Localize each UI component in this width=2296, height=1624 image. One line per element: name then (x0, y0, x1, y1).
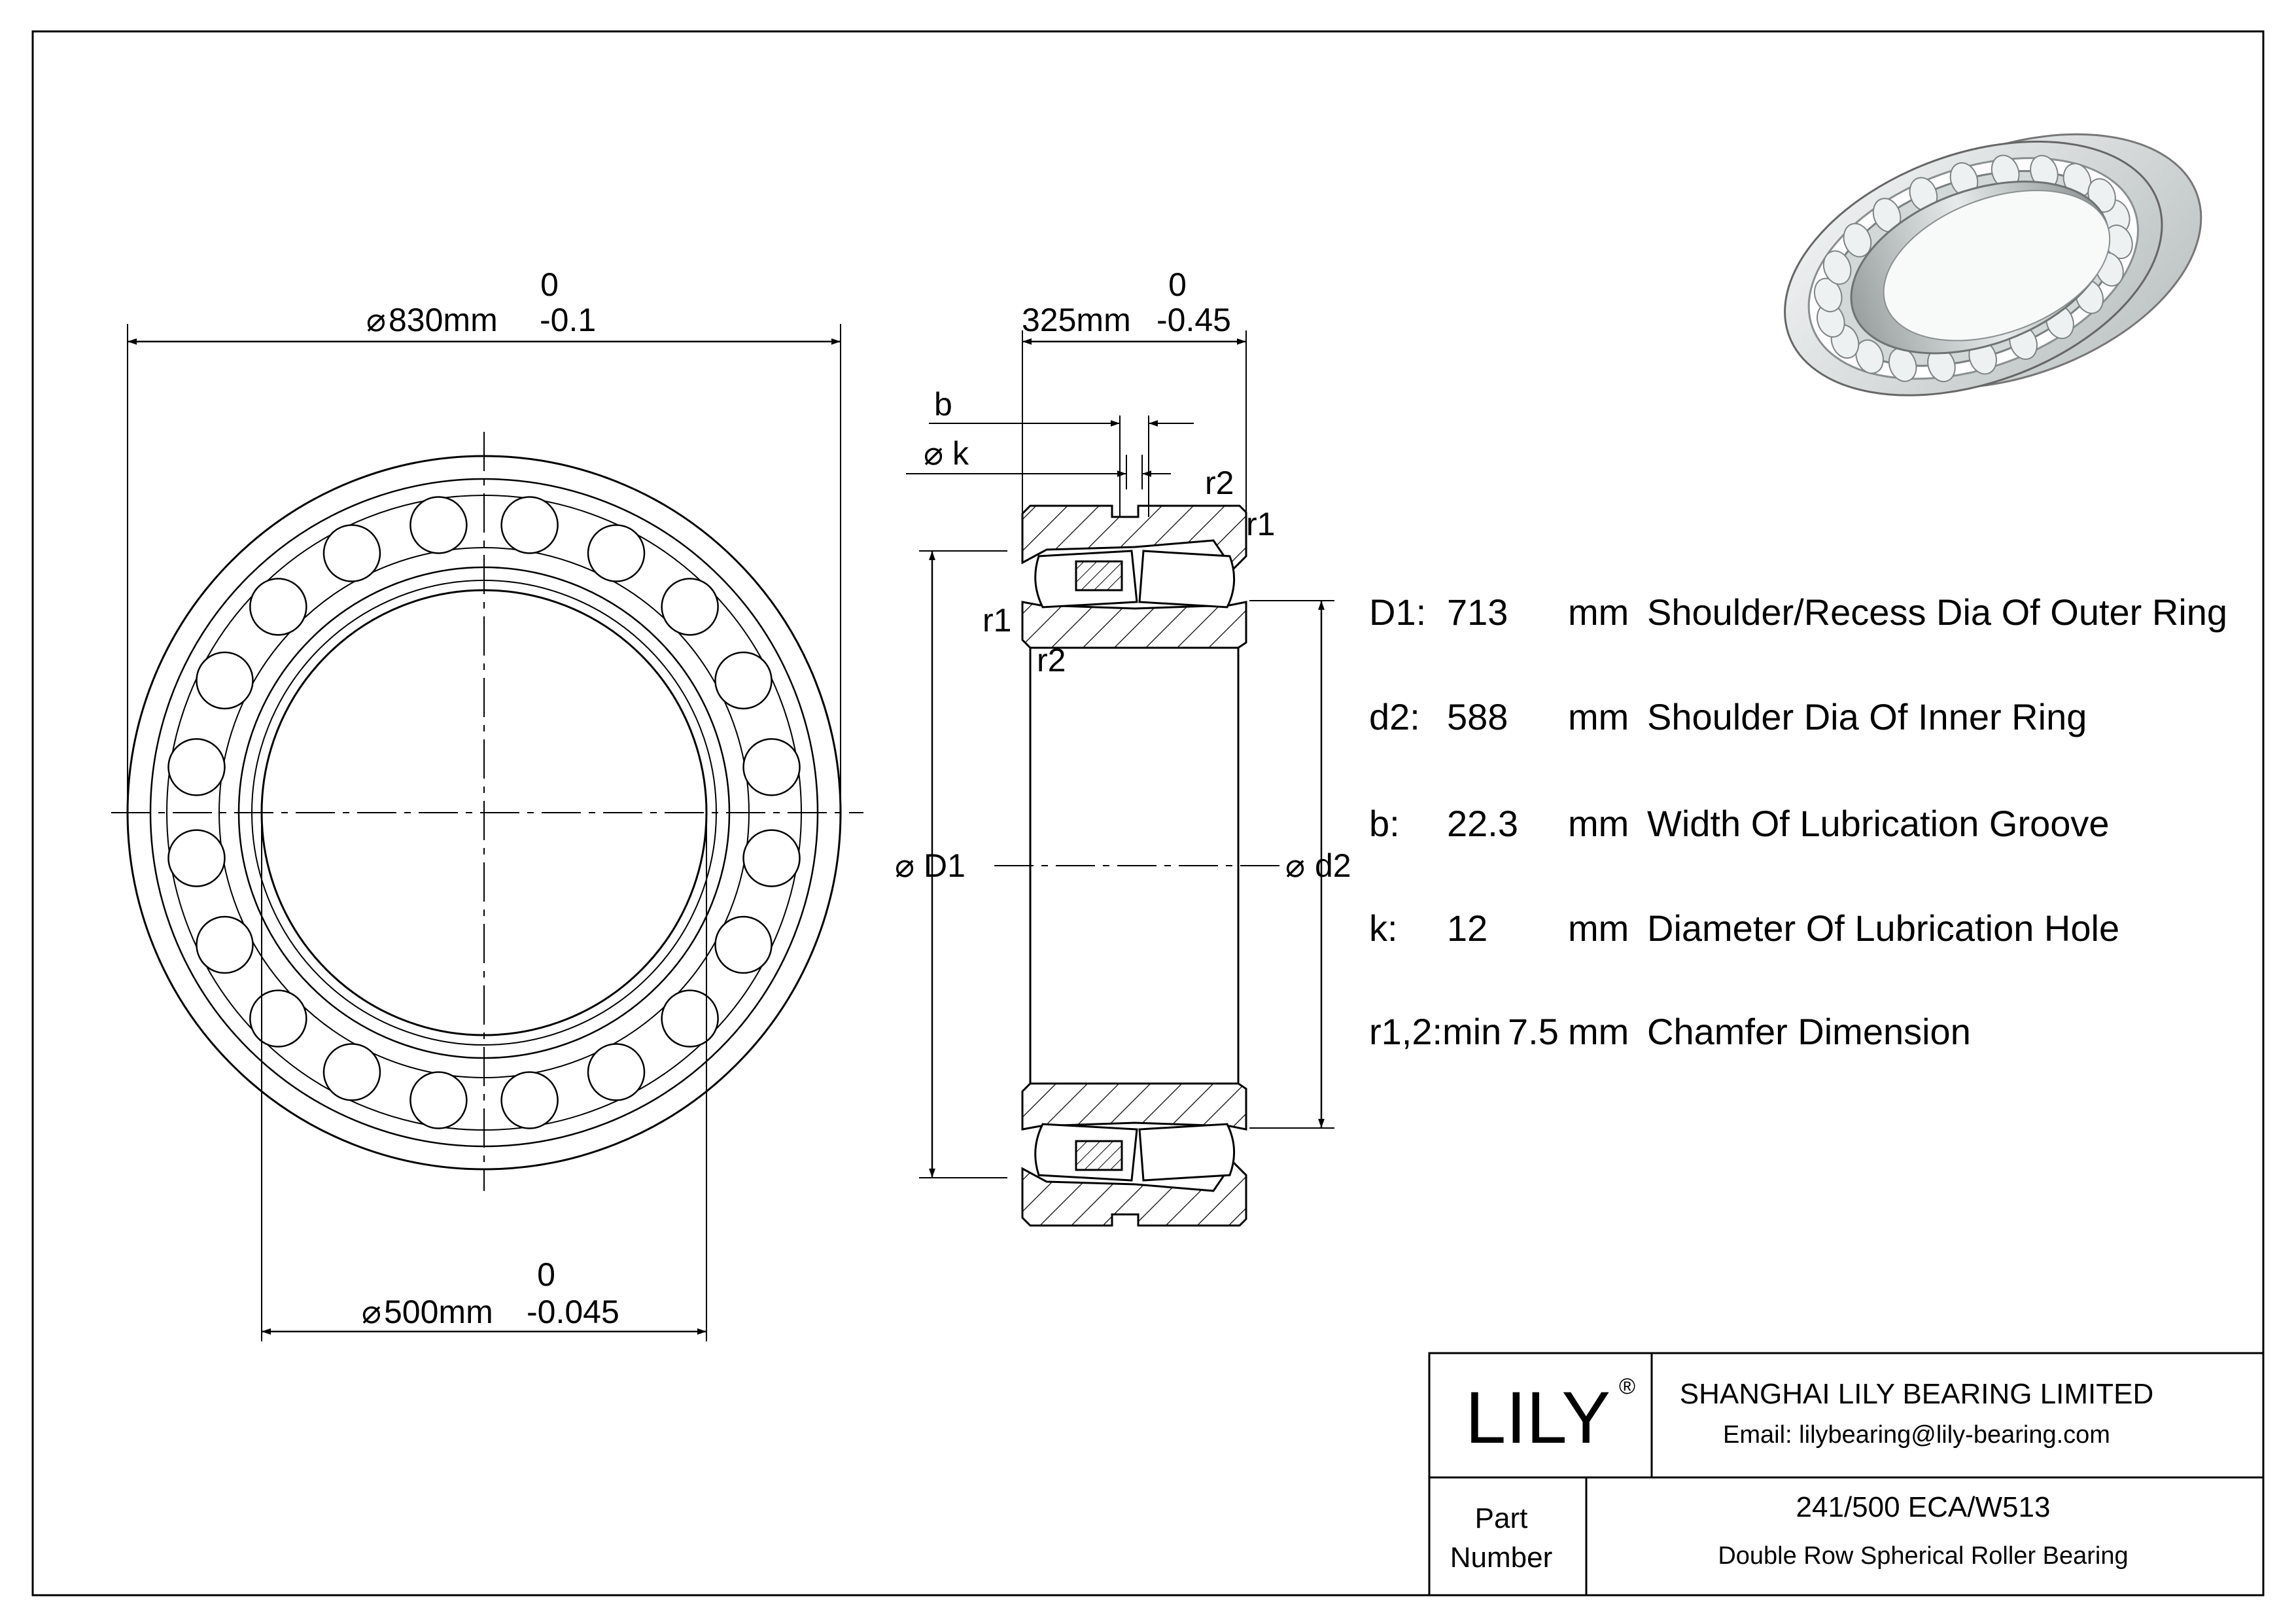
spec-value: 12 (1447, 908, 1487, 949)
roller (587, 1043, 646, 1101)
roller (409, 496, 468, 554)
roller (714, 651, 773, 710)
roller (409, 1071, 468, 1129)
title-block: LILY ® SHANGHAI LILY BEARING LIMITED Ema… (1428, 1352, 2265, 1597)
k-label: k (952, 435, 969, 472)
roller-set-3d (1813, 154, 2133, 383)
b-label: b (934, 386, 952, 423)
od-upper-tolerance: 0 (540, 266, 559, 303)
spec-unit: mm (1568, 908, 1629, 949)
spec-key: D1: (1369, 591, 1426, 633)
roller (322, 1043, 381, 1101)
roller-right-top (1138, 550, 1236, 609)
width-lower-tolerance: -0.45 (1157, 302, 1231, 338)
width-nominal: 325mm (1022, 302, 1131, 338)
spec-description: Chamfer Dimension (1647, 1011, 1971, 1052)
spec-description: Width Of Lubrication Groove (1647, 803, 2110, 844)
roller (714, 915, 773, 974)
spec-value: 22.3 (1447, 803, 1518, 844)
roller (249, 989, 307, 1048)
spec-unit: mm (1568, 1011, 1629, 1052)
roller (742, 738, 801, 796)
outer-ring-section-bottom (1021, 1160, 1247, 1227)
sheet-border (31, 30, 2265, 1597)
roller (167, 738, 226, 796)
r2-label-top: r2 (1205, 465, 1234, 501)
roller-3d (1855, 339, 1884, 374)
spec-value: 7.5 (1508, 1011, 1559, 1052)
part-label-line2: Number (1450, 1542, 1553, 1574)
d2-label: d2 (1315, 847, 1351, 884)
diameter-symbol-icon: ⌀ (924, 435, 943, 472)
bore-lower-tolerance: -0.045 (527, 1294, 619, 1330)
outer-ring-section-top (1021, 504, 1247, 571)
d1-label: D1 (924, 847, 965, 884)
roller (322, 524, 381, 582)
spec-table: D1: 713 mm Shoulder/Recess Dia Of Outer Rin… (1369, 591, 2227, 1052)
width-upper-tolerance: 0 (1168, 266, 1187, 303)
roller (196, 915, 254, 974)
r2-label-left: r2 (1037, 642, 1066, 679)
registered-mark: ® (1619, 1374, 1635, 1399)
roller (500, 496, 559, 554)
spec-value: 713 (1447, 591, 1508, 633)
spec-key: d2: (1369, 696, 1420, 737)
roller-right-bottom (1138, 1123, 1236, 1182)
spec-key: b: (1369, 803, 1400, 844)
part-number: 241/500 ECA/W513 (1796, 1491, 2051, 1523)
r1-label-left: r1 (983, 602, 1011, 639)
roller-3d (1813, 277, 1843, 313)
spec-unit: mm (1568, 591, 1629, 633)
inner-ring-section-bottom (1021, 1082, 1247, 1131)
cage-section-bottom (1075, 1140, 1123, 1171)
bore-nominal: 500mm (384, 1294, 493, 1330)
spec-unit: mm (1568, 696, 1629, 737)
roller-3d (1843, 222, 1872, 258)
diameter-symbol-icon: ⌀ (362, 1294, 381, 1330)
spec-unit: mm (1568, 803, 1629, 844)
spec-description: Shoulder/Recess Dia Of Outer Ring (1647, 591, 2227, 633)
r1-label-top: r1 (1246, 506, 1275, 542)
roller (196, 651, 254, 710)
roller (587, 524, 646, 582)
roller (249, 578, 307, 636)
od-lower-tolerance: -0.1 (540, 302, 596, 338)
diameter-symbol-icon: ⌀ (895, 847, 914, 884)
roller (500, 1071, 559, 1129)
roller-3d (1822, 250, 1852, 285)
od-nominal: 830mm (389, 302, 498, 338)
spec-key: k: (1369, 908, 1398, 949)
roller (167, 829, 226, 887)
roller (661, 989, 719, 1048)
diameter-symbol-icon: ⌀ (366, 302, 386, 338)
front-view: 0 ⌀ 830mm -0.1 0 ⌀ 500mm -0.045 (111, 266, 863, 1341)
spec-description: Diameter Of Lubrication Hole (1647, 908, 2119, 949)
company-email: Email: lilybearing@lily-bearing.com (1723, 1421, 2110, 1449)
cage-section-top (1075, 560, 1123, 591)
bore-upper-tolerance: 0 (537, 1256, 555, 1293)
spec-key: r1,2:min (1369, 1011, 1501, 1052)
section-view: 0 325mm -0.45 b ⌀ k r2 r1 r1 r2 ⌀ D1 ⌀ d… (895, 266, 1351, 1227)
roller (742, 829, 801, 887)
part-label-line1: Part (1475, 1502, 1528, 1534)
inner-ring-section-top (1021, 601, 1247, 649)
part-description: Double Row Spherical Roller Bearing (1718, 1542, 2128, 1570)
roller-set (167, 496, 801, 1129)
roller (661, 578, 719, 636)
bearing-3d-render (1784, 133, 2202, 397)
spec-value: 588 (1447, 696, 1508, 737)
spec-description: Shoulder Dia Of Inner Ring (1647, 696, 2087, 737)
diameter-symbol-icon: ⌀ (1285, 847, 1305, 884)
lily-logo: LILY (1465, 1377, 1610, 1458)
company-name: SHANGHAI LILY BEARING LIMITED (1680, 1378, 2154, 1410)
